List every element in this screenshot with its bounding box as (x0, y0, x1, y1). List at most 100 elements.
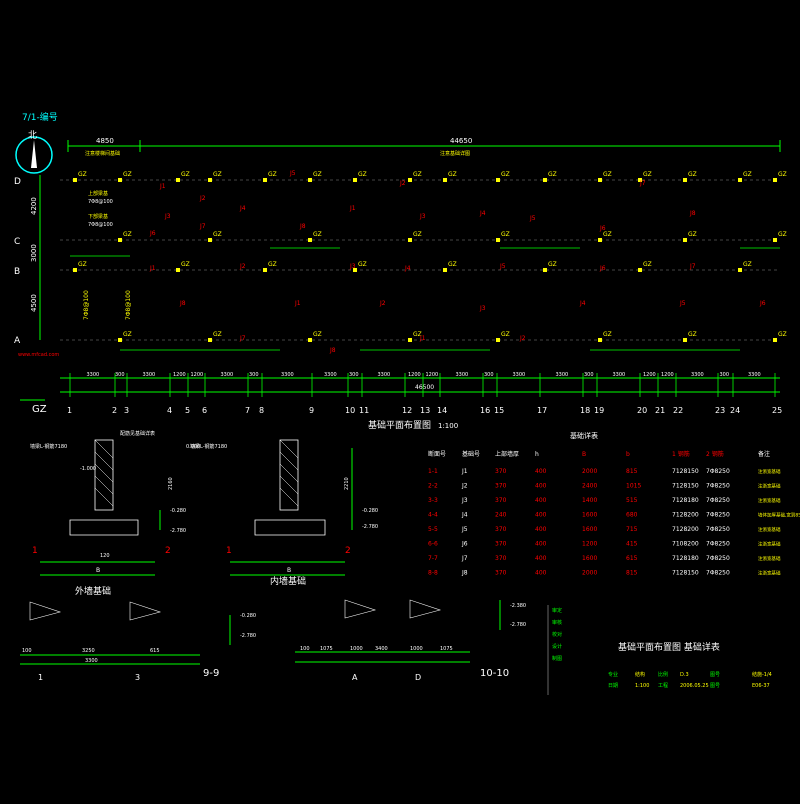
svg-text:审核: 审核 (552, 619, 562, 626)
gz-label: GZ (688, 171, 697, 178)
bottom-dim: 3300 (87, 372, 100, 378)
gz-mark (176, 178, 180, 182)
table-cell: 2000 (582, 570, 597, 577)
table-header: B (582, 451, 586, 458)
gz-mark (598, 338, 602, 342)
axis-col-label: 9 (309, 406, 314, 415)
gz-mark (638, 178, 642, 182)
svg-text:设计: 设计 (552, 643, 562, 650)
gz-mark (773, 238, 777, 242)
gz-mark (496, 238, 500, 242)
j-label: J2 (199, 195, 206, 202)
svg-text:-1.000: -1.000 (80, 466, 96, 472)
table-cell: 2400 (582, 483, 597, 490)
table-cell: 注浙宽基础 (758, 541, 781, 548)
gz-label: GZ (743, 171, 752, 178)
gz-label: GZ (778, 331, 787, 338)
gz-label: GZ (313, 331, 322, 338)
bottom-dim: 300 (584, 372, 594, 378)
table-cell: 4-4 (428, 512, 438, 519)
axis-col-label: 10 (345, 406, 355, 415)
gz-mark (443, 268, 447, 272)
gz-mark (598, 178, 602, 182)
table-cell: 6-6 (428, 541, 438, 548)
table-cell: J6 (461, 541, 468, 548)
note-stair-3: 下部梁基 (88, 213, 108, 220)
yellow-note-left: 注意楼梯间基础 (85, 150, 120, 157)
svg-text:1000: 1000 (410, 646, 423, 652)
gz-mark (738, 268, 742, 272)
j-label: J7 (239, 335, 246, 342)
svg-text:1: 1 (38, 673, 43, 682)
table-cell: 370 (495, 483, 507, 490)
gz-label: GZ (181, 261, 190, 268)
plan-title: 基础平面布置图 (368, 419, 431, 431)
table-cell: 7Φ8250 (706, 497, 730, 504)
gz-mark (73, 268, 77, 272)
top-note: 7/1-编号 (22, 111, 58, 123)
vert-note-2: 7Φ8@100 (125, 290, 132, 320)
gz-label: GZ (123, 331, 132, 338)
table-cell: 7Φ8250 (706, 468, 730, 475)
svg-text:1075: 1075 (440, 646, 453, 652)
bottom-dim: 3300 (691, 372, 704, 378)
gz-mark (308, 338, 312, 342)
title-block-cell: 工程 (658, 682, 668, 689)
gz-label: GZ (688, 231, 697, 238)
j-label: J5 (679, 300, 686, 307)
section-99-label: 9-9 (203, 668, 219, 679)
table-cell: 370 (495, 541, 507, 548)
axis-col-label: 1 (67, 406, 72, 415)
gz-label: GZ (358, 171, 367, 178)
svg-text:-0.280: -0.280 (240, 613, 256, 619)
j-label: J3 (479, 305, 486, 312)
svg-text:1: 1 (226, 546, 232, 556)
svg-text:A: A (352, 673, 358, 682)
table-cell: 400 (535, 512, 547, 519)
gz-mark (443, 178, 447, 182)
gz-mark (773, 178, 777, 182)
j-label: J1 (159, 183, 166, 190)
axis-row-b: B (14, 267, 20, 277)
axis-col-label: 15 (494, 406, 504, 415)
svg-text:B: B (287, 567, 291, 574)
table-cell: 370 (495, 570, 507, 577)
svg-text:-2.380: -2.380 (510, 603, 526, 609)
svg-text:3250: 3250 (82, 648, 95, 654)
gz-label: GZ (643, 261, 652, 268)
svg-text:3300: 3300 (85, 658, 98, 664)
table-cell: 1600 (582, 555, 597, 562)
bottom-dim: 300 (349, 372, 359, 378)
bottom-dim: 1200 (426, 372, 439, 378)
bottom-dim: 1200 (191, 372, 204, 378)
table-cell: 240 (495, 512, 507, 519)
table-cell: 7128200 (672, 512, 699, 519)
table-cell: 400 (535, 468, 547, 475)
plan-grid (60, 179, 780, 341)
gz-mark (353, 268, 357, 272)
svg-text:2210: 2210 (344, 477, 350, 490)
j-label: J2 (239, 263, 246, 270)
table-cell: 5-5 (428, 526, 438, 533)
note-stair: 上部梁基 (88, 190, 108, 197)
table-cell: 墙体加厚基础,宽到850配筋120 (758, 512, 800, 519)
table-header: 上部墙厚 (495, 450, 519, 458)
bottom-dim: 3300 (613, 372, 626, 378)
title-block-cell: 结施-1/4 (752, 671, 772, 678)
bottom-dim: 3300 (221, 372, 234, 378)
table-cell: 1600 (582, 512, 597, 519)
table-cell: J1 (461, 468, 468, 475)
j-label: J3 (419, 213, 426, 220)
j-label: J1 (349, 205, 356, 212)
table-cell: 7Φ8250 (706, 483, 730, 490)
table-cell: 400 (535, 526, 547, 533)
j-label: J2 (399, 180, 406, 187)
bottom-dim: 3300 (324, 372, 337, 378)
gz-mark (118, 338, 122, 342)
gz-mark (118, 178, 122, 182)
svg-text:审定: 审定 (552, 607, 562, 614)
svg-text:1075: 1075 (320, 646, 333, 652)
svg-text:100: 100 (300, 646, 310, 652)
